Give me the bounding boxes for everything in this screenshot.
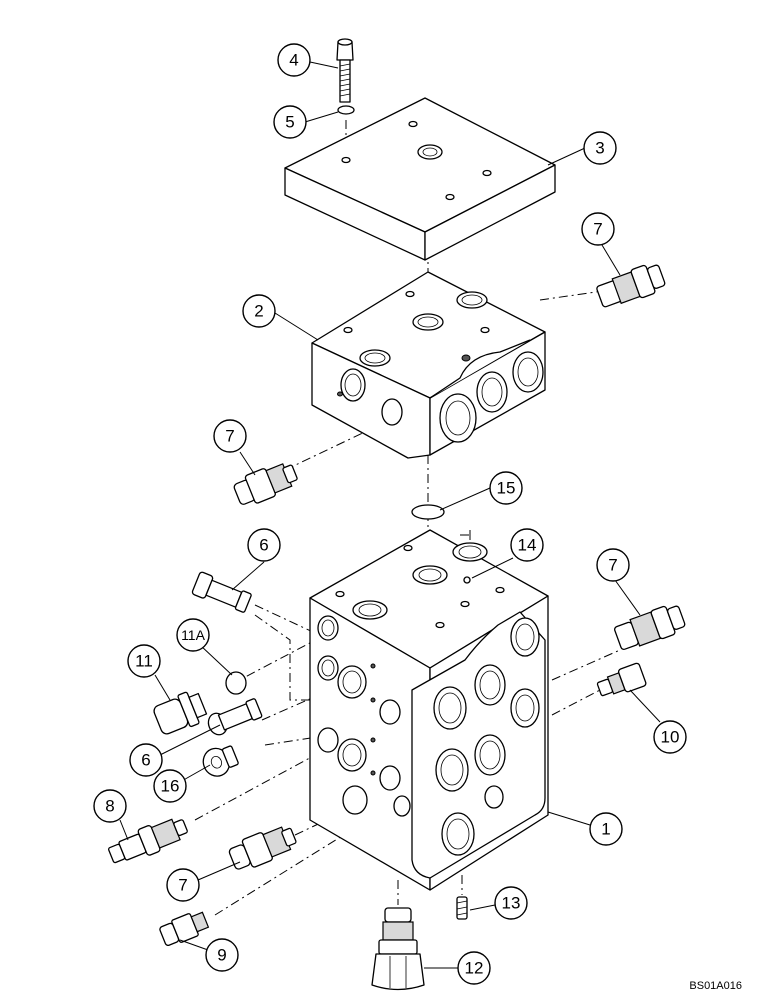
callout-8: 8 [93, 789, 127, 823]
svg-text:2: 2 [254, 302, 263, 321]
svg-text:8: 8 [105, 797, 114, 816]
part-7-relief-cartridge-left [233, 463, 298, 505]
callout-14: 14 [510, 528, 544, 562]
part-5-washer [337, 105, 355, 115]
callout-13: 13 [494, 886, 528, 920]
svg-text:11A: 11A [181, 627, 206, 643]
callout-7: 7 [213, 419, 247, 453]
callout-16: 16 [153, 769, 187, 803]
callout-9: 9 [205, 938, 239, 972]
part-1-main-valve-body [309, 529, 549, 891]
svg-text:1: 1 [601, 820, 610, 839]
part-13-set-screw [456, 896, 468, 920]
part-14-ball [463, 576, 471, 584]
part-9-fitting [159, 911, 210, 947]
part-11-plug [153, 691, 208, 735]
svg-text:4: 4 [289, 51, 298, 70]
svg-text:7: 7 [593, 220, 602, 239]
callout-10: 10 [653, 720, 687, 754]
svg-text:5: 5 [285, 113, 294, 132]
svg-text:6: 6 [141, 751, 150, 770]
part-11a-o-ring [225, 671, 247, 695]
callout-11a: 11A [176, 618, 210, 652]
part-7-relief-cartridge-right [614, 605, 686, 651]
callout-3: 3 [583, 131, 617, 165]
drawing-code: BS01A016 [689, 980, 742, 992]
svg-text:9: 9 [217, 946, 226, 965]
svg-text:7: 7 [608, 556, 617, 575]
callout-7: 7 [581, 212, 615, 246]
callout-6: 6 [247, 528, 281, 562]
callout-15: 15 [489, 471, 523, 505]
callout-4: 4 [277, 43, 311, 77]
callout-7: 7 [596, 548, 630, 582]
part-12-pressure-fitting [371, 907, 425, 991]
callout-12: 12 [457, 951, 491, 985]
svg-text:7: 7 [225, 427, 234, 446]
svg-text:13: 13 [502, 894, 521, 913]
svg-text:15: 15 [497, 479, 516, 498]
svg-text:14: 14 [518, 536, 537, 555]
svg-text:10: 10 [661, 728, 680, 747]
part-8-solenoid-cartridge [108, 818, 188, 864]
part-10-fitting [596, 662, 647, 697]
callout-1: 1 [589, 812, 623, 846]
part-6-check-spool-upper [191, 571, 252, 613]
callout-6: 6 [129, 743, 163, 777]
callout-2: 2 [242, 294, 276, 328]
svg-text:6: 6 [259, 536, 268, 555]
part-4-cap-screw [336, 38, 354, 103]
callout-7: 7 [166, 868, 200, 902]
svg-text:12: 12 [465, 959, 484, 978]
callout-11: 11 [127, 644, 161, 678]
part-16-plug [202, 745, 239, 777]
svg-text:3: 3 [595, 139, 604, 158]
svg-text:11: 11 [135, 652, 153, 671]
part-15-o-ring [411, 504, 445, 520]
callout-5: 5 [273, 105, 307, 139]
svg-text:7: 7 [178, 876, 187, 895]
part-2-upper-valve-body [311, 271, 546, 459]
part-3-cover-plate [284, 97, 556, 261]
svg-text:16: 16 [161, 777, 180, 796]
part-7-relief-cartridge-upper [596, 264, 666, 308]
part-7-relief-cartridge-lower [228, 826, 297, 870]
part-6-check-spool-lower [207, 698, 263, 736]
leader-lines [119, 61, 661, 969]
